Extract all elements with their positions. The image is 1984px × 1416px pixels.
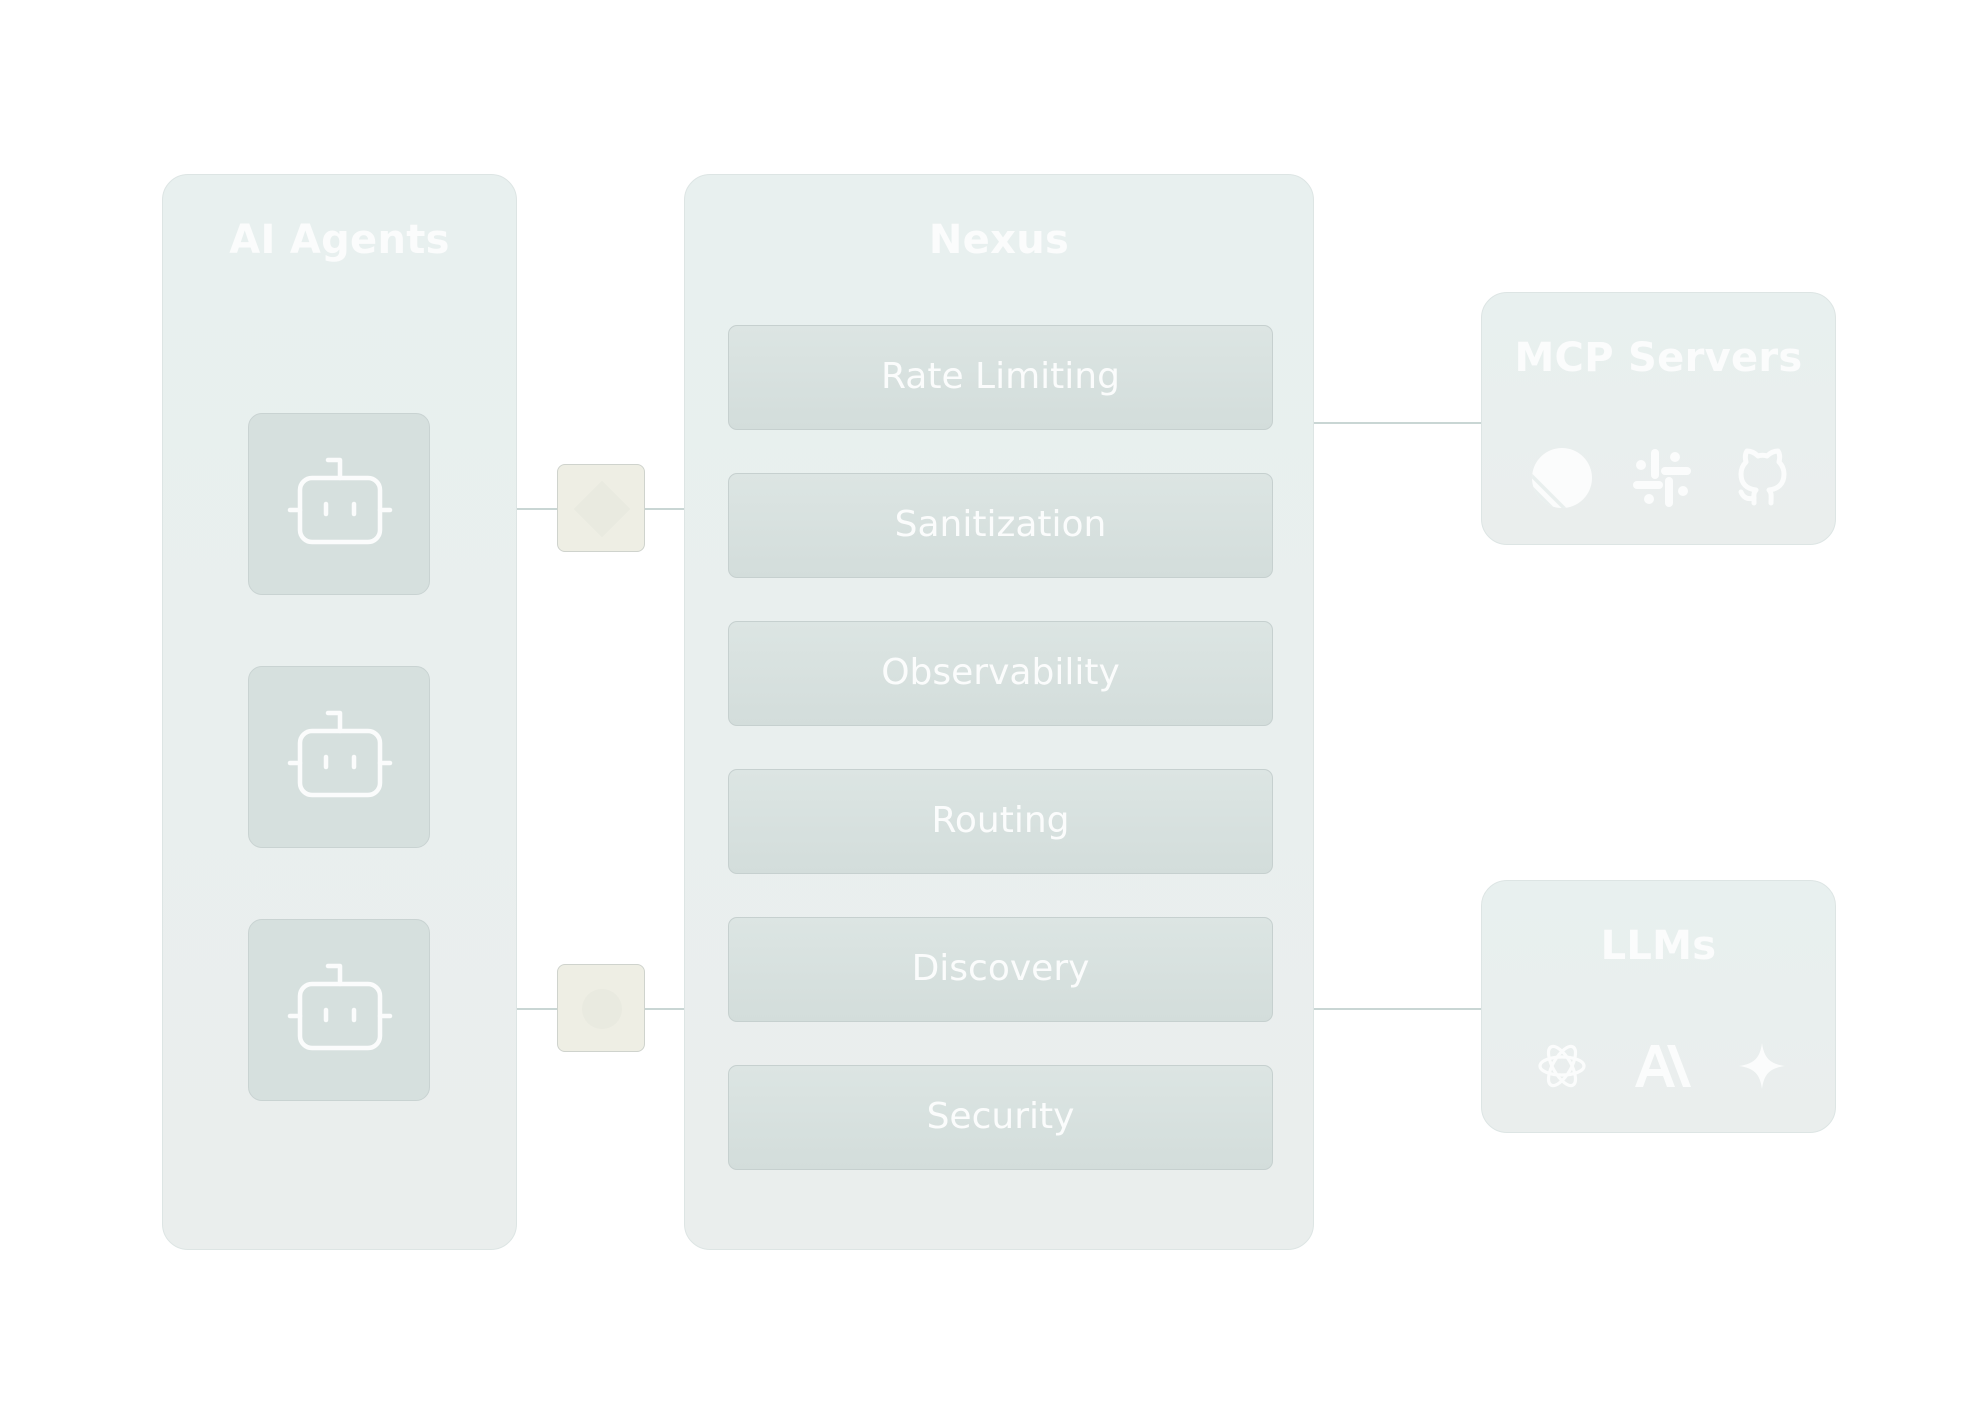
connector-circle: [582, 989, 622, 1029]
anthropic-icon: [1627, 1031, 1697, 1101]
connector-to-nexus-line-2: [645, 1008, 687, 1010]
nexus-to-mcp-line: [1313, 422, 1482, 424]
mcp-servers-title: MCP Servers: [1514, 335, 1803, 381]
gemini-icon: [1727, 1031, 1797, 1101]
agent-to-connector-line-1: [517, 508, 557, 510]
agent-to-connector-line-2: [517, 1008, 557, 1010]
nexus-layer-discovery: Discovery: [728, 917, 1273, 1022]
nexus-to-llms-line: [1313, 1008, 1482, 1010]
nexus-layer-rate-limiting: Rate Limiting: [728, 325, 1273, 430]
connector-node-top: [557, 464, 645, 552]
github-icon: [1727, 443, 1797, 513]
nexus-layer-security: Security: [728, 1065, 1273, 1170]
agent-tile: [248, 919, 430, 1101]
llms-panel: LLMs: [1481, 880, 1836, 1133]
mcp-server-icons: [1482, 443, 1835, 513]
connector-node-bottom: [557, 964, 645, 1052]
nexus-layer-routing: Routing: [728, 769, 1273, 874]
ai-agents-title: AI Agents: [229, 217, 450, 263]
nexus-title: Nexus: [928, 217, 1070, 263]
llms-title: LLMs: [1600, 923, 1717, 969]
slack-icon: [1627, 443, 1697, 513]
connector-diamond: [573, 480, 631, 538]
connector-to-nexus-line-1: [645, 508, 687, 510]
agent-tile: [248, 666, 430, 848]
linear-icon: [1527, 443, 1597, 513]
nexus-layer-observability: Observability: [728, 621, 1273, 726]
agent-tile: [248, 413, 430, 595]
ai-agents-panel: AI Agents: [162, 174, 517, 1250]
llm-icons: [1482, 1031, 1835, 1101]
openai-icon: [1527, 1031, 1597, 1101]
mcp-servers-panel: MCP Servers: [1481, 292, 1836, 545]
nexus-layer-sanitization: Sanitization: [728, 473, 1273, 578]
